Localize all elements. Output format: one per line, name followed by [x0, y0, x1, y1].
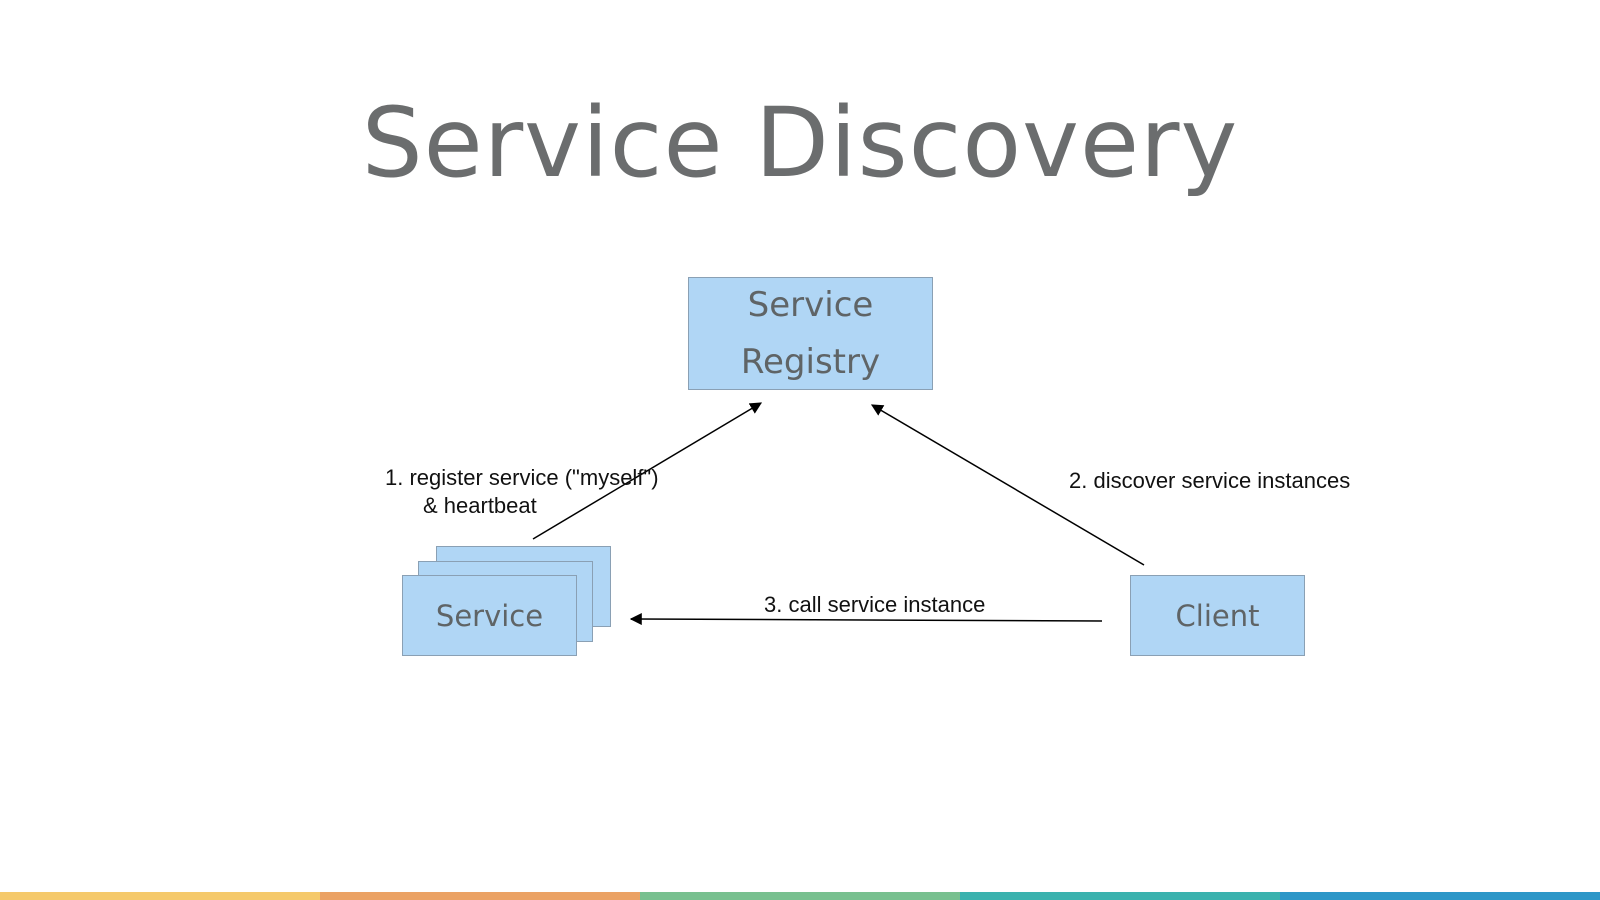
client-label: Client	[1175, 598, 1260, 633]
bar-segment	[960, 892, 1280, 900]
bar-segment	[0, 892, 320, 900]
registry-label-line1: Service	[747, 284, 874, 325]
call-arrow	[629, 613, 1103, 626]
discover-label: 2. discover service instances	[1069, 468, 1351, 493]
heartbeat-label: & heartbeat	[423, 493, 537, 518]
slide-title: Service Discovery	[361, 87, 1239, 199]
service-registry-box: Service Registry	[688, 277, 933, 390]
bar-segment	[640, 892, 960, 900]
service-box: Service	[402, 575, 577, 656]
bottom-color-bar	[0, 892, 1600, 900]
call-label: 3. call service instance	[764, 592, 986, 617]
client-box: Client	[1130, 575, 1305, 656]
register-label: 1. register service ("myself")	[385, 465, 659, 490]
bar-segment	[320, 892, 640, 900]
bar-segment	[1280, 892, 1600, 900]
registry-label-line2: Registry	[740, 341, 881, 382]
service-label: Service	[435, 598, 544, 633]
